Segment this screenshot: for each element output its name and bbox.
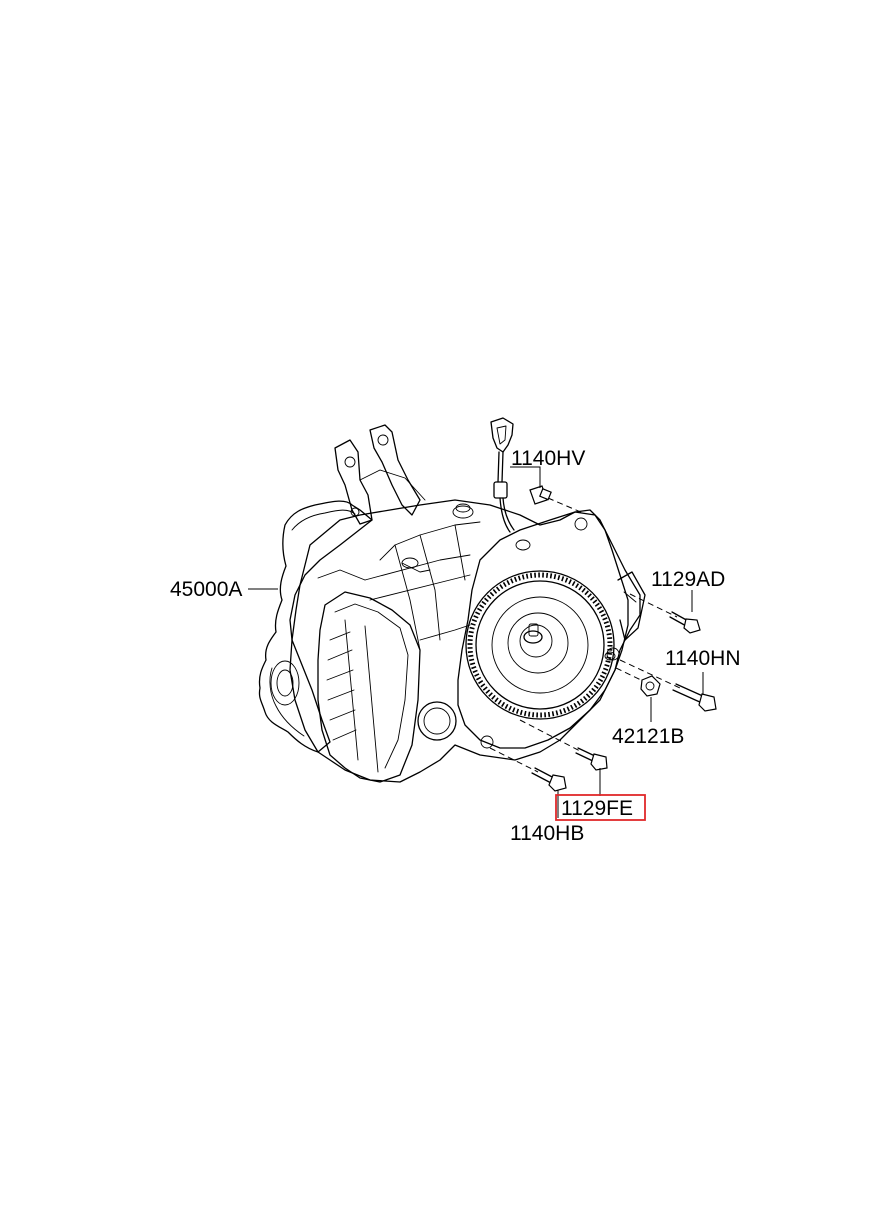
bolt-1129ad-icon [629, 593, 701, 634]
bolt-1140hb-icon [489, 747, 567, 792]
label-1129fe[interactable]: 1129FE [561, 797, 633, 820]
plug-42121b-icon [615, 667, 661, 697]
highlight-box [555, 794, 646, 821]
bolt-1140hn-icon [619, 659, 717, 712]
bolt-1140hv-icon [529, 485, 584, 514]
leader-lines [248, 466, 704, 818]
label-45000a[interactable]: 45000A [170, 578, 242, 601]
label-1140hv[interactable]: 1140HV [511, 447, 585, 470]
label-42121b[interactable]: 42121B [612, 725, 684, 748]
bolt-1129fe-icon [519, 719, 608, 771]
fasteners-group [489, 485, 717, 792]
label-1129ad[interactable]: 1129AD [651, 568, 725, 591]
transaxle-assembly-drawing [258, 417, 646, 783]
label-1140hn[interactable]: 1140HN [665, 647, 741, 670]
label-1140hb[interactable]: 1140HB [510, 822, 584, 845]
